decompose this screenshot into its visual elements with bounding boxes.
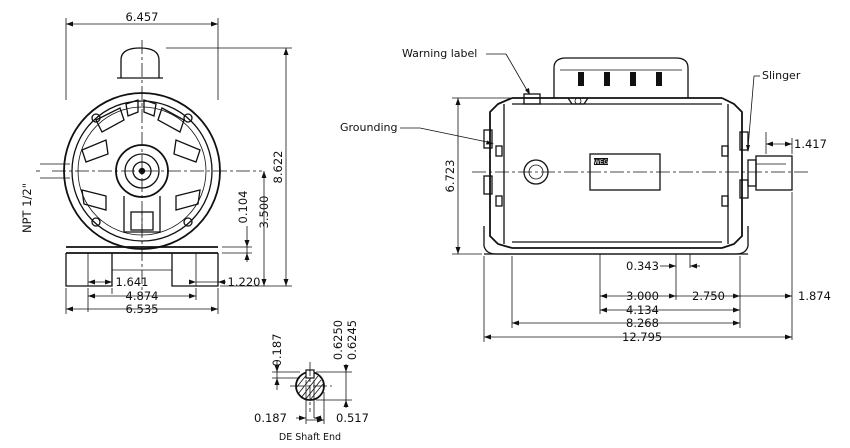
grounding-callout: Grounding [340, 121, 397, 134]
diameter-min-dim: 0.6245 [345, 320, 359, 360]
shaft-end-title: DE Shaft End [279, 432, 341, 443]
slinger-callout: Slinger [762, 69, 801, 82]
body-length-dim: 8.268 [626, 316, 659, 330]
overall-width-dim: 6.457 [126, 10, 159, 24]
shaft-extension-dim: 1.417 [794, 137, 827, 151]
base-width-dim: 6.535 [126, 302, 159, 316]
key-width-dim: 0.187 [254, 411, 287, 425]
frame-height-dim: 6.723 [443, 160, 457, 193]
warning-label-callout: Warning label [402, 47, 477, 60]
foot-span-dim: 1.641 [116, 275, 149, 289]
key-height-dim: 0.187 [270, 334, 284, 367]
conduit-label: NPT 1/2" [20, 183, 34, 233]
shaft-length-dim: 1.874 [798, 289, 831, 303]
foot-width-dim: 1.220 [228, 275, 261, 289]
key-depth-dim: 0.517 [336, 411, 369, 425]
mount-b-dim: 2.750 [692, 289, 725, 303]
mount-span-dim: 4.134 [626, 303, 659, 317]
shaft-end-view: 0.187 0.6250 0.6245 0.187 0.517 DE Shaft… [254, 320, 369, 443]
diameter-max-dim: 0.6250 [331, 320, 345, 360]
mount-width-dim: 4.874 [126, 289, 159, 303]
slot-dim: 0.343 [626, 259, 659, 273]
overall-height-dim: 8.622 [271, 151, 285, 184]
nameplate-label: WEG [594, 159, 609, 166]
side-view: WEG Warning label Grounding Slinger 6.72… [340, 47, 831, 344]
overall-length-dim: 12.795 [622, 330, 662, 344]
shaft-offset-dim: 0.104 [236, 191, 250, 224]
front-view: 6.457 8.622 3.500 0.104 NPT 1/2" 1.641 [20, 10, 292, 316]
shaft-height-dim: 3.500 [257, 196, 271, 229]
mount-a-dim: 3.000 [626, 289, 659, 303]
